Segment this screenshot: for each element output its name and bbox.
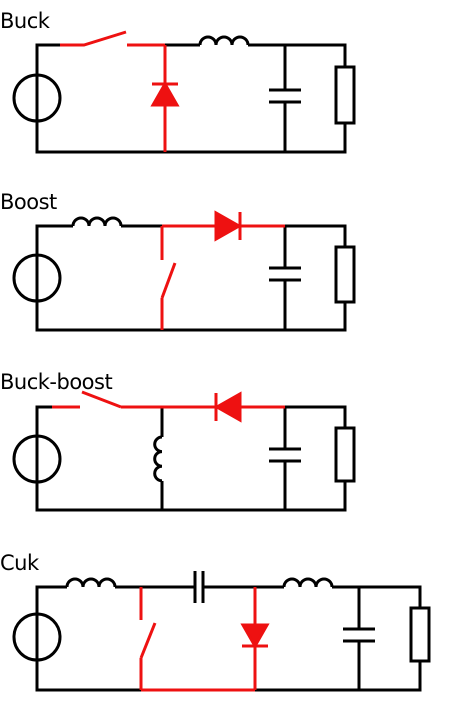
- boost-load-resistor: [334, 245, 356, 304]
- buckboost-capacitor: [269, 447, 301, 463]
- boost-converter: Boost: [0, 190, 356, 332]
- buck-voltage-source: [12, 73, 62, 123]
- cuk-wire-bottom-right: [255, 661, 422, 692]
- boost-voltage-source: [12, 253, 62, 303]
- buckboost-inductor: [153, 435, 163, 483]
- boost-switch: [160, 226, 177, 330]
- buckboost-title: Buck-boost: [0, 370, 112, 394]
- buckboost-switch: [52, 390, 122, 409]
- buckboost-wire-left: [35, 405, 347, 512]
- cuk-title: Cuk: [0, 551, 40, 575]
- cuk-diode: [240, 623, 270, 650]
- buckboost-diode: [213, 391, 242, 423]
- boost-wire-right: [285, 224, 347, 247]
- cuk-voltage-source: [12, 612, 62, 662]
- buck-capacitor: [269, 88, 301, 104]
- buck-load-resistor: [334, 65, 356, 125]
- buckboost-converter: Buck-boost: [0, 370, 356, 512]
- cuk-wire-right: [332, 585, 422, 608]
- buck-wire-left: [35, 43, 347, 154]
- boost-diode: [214, 210, 243, 242]
- buck-converter: Buck: [0, 9, 356, 154]
- boost-wire-left: [35, 224, 347, 332]
- buckboost-wire-right: [285, 405, 347, 428]
- cuk-converter: Cuk: [0, 551, 431, 692]
- boost-title: Boost: [0, 190, 57, 214]
- boost-capacitor: [269, 266, 301, 282]
- buck-diode: [150, 80, 180, 107]
- cuk-input-inductor: [65, 577, 117, 588]
- buckboost-load-resistor: [334, 426, 356, 483]
- cuk-load-resistor: [409, 606, 431, 663]
- cuk-output-capacitor: [343, 627, 375, 643]
- cuk-output-inductor: [282, 577, 334, 588]
- cuk-coupling-capacitor: [193, 571, 205, 603]
- boost-inductor: [71, 216, 123, 227]
- buckboost-voltage-source: [12, 434, 62, 484]
- buck-title: Buck: [0, 9, 51, 33]
- cuk-wire-left: [35, 585, 141, 692]
- cuk-switch: [139, 587, 157, 690]
- buck-inductor: [198, 35, 250, 46]
- buck-wire-top: [165, 43, 347, 67]
- buck-switch: [60, 30, 165, 47]
